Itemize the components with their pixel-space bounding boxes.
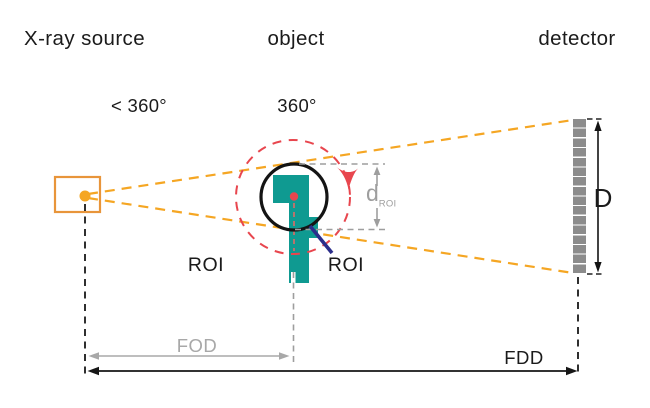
x-ray-source-label: X-ray source	[24, 27, 146, 50]
x-ray-source-housing-icon	[53, 175, 102, 214]
object-label: object	[267, 27, 325, 50]
object-rotation-angle-label: 360°	[277, 95, 317, 116]
fod-arrowhead-right-icon	[279, 352, 290, 360]
fdd-label: FDD	[504, 347, 544, 368]
fod-arrowhead-left-icon	[88, 352, 99, 360]
rotation-center-dot-icon	[289, 192, 299, 201]
d-roi-label-sub: ROI	[378, 198, 397, 210]
d-roi-arrowhead-down-icon	[373, 219, 381, 228]
focal-spot-icon	[79, 190, 91, 202]
roi-pointer-line	[308, 224, 334, 255]
beam-lower-line	[87, 196, 574, 275]
detector-height-label: D	[593, 183, 613, 213]
fdd-arrowhead-right-icon	[566, 366, 578, 376]
beam-upper-line	[87, 118, 574, 196]
rotation-direction-arrow-icon	[336, 166, 358, 190]
roi-left-label: ROI	[187, 254, 225, 276]
d-roi-label: dROI	[366, 180, 396, 210]
detector-icon	[573, 119, 586, 274]
roi-circle	[259, 162, 329, 232]
detector-height-arrowhead-up-icon	[594, 120, 602, 131]
detector-label: detector	[538, 27, 616, 50]
d-roi-arrowhead-up-icon	[373, 166, 381, 175]
detector-height-arrowhead-down-icon	[594, 262, 602, 273]
roi-right-label: ROI	[327, 254, 365, 276]
source-rotation-angle-label: < 360°	[110, 95, 168, 116]
fdd-arrowhead-left-icon	[87, 366, 99, 376]
fod-label: FOD	[176, 335, 218, 356]
rotation-path-circle	[235, 139, 351, 255]
d-roi-label-base: d	[366, 180, 379, 206]
